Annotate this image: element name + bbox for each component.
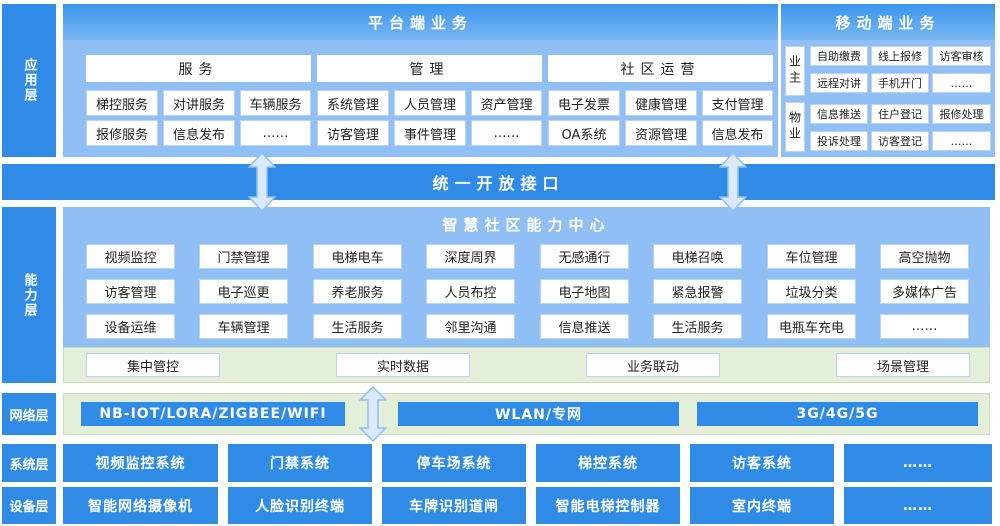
network-item-iot[interactable]: NB-IOT/LORA/ZIGBEE/WIFI: [81, 402, 345, 426]
app-item[interactable]: 信息发布: [163, 120, 235, 146]
mobile-item[interactable]: 访客审核: [932, 46, 991, 66]
platform-title: 平台端业务: [63, 4, 778, 40]
device-item[interactable]: ……: [844, 487, 992, 524]
capability-base-item[interactable]: 集中管控: [86, 353, 220, 377]
app-item[interactable]: 人员管理: [394, 90, 466, 116]
network-item-wlan[interactable]: WLAN/专网: [398, 402, 679, 426]
open-api-bar: 统一开放接口: [2, 164, 995, 200]
capability-item[interactable]: 设备运维: [86, 314, 175, 339]
system-item[interactable]: ……: [844, 444, 992, 482]
layer-label-application: 应用层: [2, 4, 56, 157]
capability-item[interactable]: 无感通行: [540, 244, 629, 269]
capability-item[interactable]: 生活服务: [313, 314, 402, 339]
capability-item[interactable]: 电子地图: [540, 279, 629, 304]
capability-item[interactable]: 多媒体广告: [880, 279, 969, 304]
device-item[interactable]: 智能电梯控制器: [536, 487, 680, 524]
capability-item[interactable]: 门禁管理: [199, 244, 288, 269]
app-item[interactable]: 报修服务: [86, 120, 158, 146]
app-item[interactable]: 资产管理: [471, 90, 542, 116]
system-item[interactable]: 停车场系统: [382, 444, 526, 482]
app-item[interactable]: 事件管理: [394, 120, 466, 146]
capability-item[interactable]: 电梯电车: [313, 244, 402, 269]
mobile-owner-label-text: 业主: [787, 55, 802, 87]
double-arrow-icon: [248, 152, 276, 212]
mobile-item[interactable]: 住户登记: [871, 104, 929, 124]
capability-item[interactable]: 深度周界: [426, 244, 515, 269]
capability-item[interactable]: 车位管理: [767, 244, 856, 269]
device-item[interactable]: 室内终端: [690, 487, 834, 524]
capability-item[interactable]: 视频监控: [86, 244, 175, 269]
app-item[interactable]: 支付管理: [702, 90, 773, 116]
double-arrow-icon: [719, 152, 747, 212]
layer-label-capability: 能力层: [2, 207, 56, 383]
mobile-item[interactable]: 线上报修: [871, 46, 929, 66]
capability-base-item[interactable]: 业务联动: [586, 353, 720, 377]
mobile-property-label-text: 物业: [787, 111, 802, 143]
layer-label-device: 设备层: [2, 487, 56, 524]
network-item-cellular[interactable]: 3G/4G/5G: [697, 402, 978, 426]
mobile-item[interactable]: 投诉处理: [810, 131, 868, 151]
capability-item[interactable]: 电瓶车充电: [767, 314, 856, 339]
capability-item[interactable]: 垃圾分类: [767, 279, 856, 304]
capability-item[interactable]: 电子巡更: [199, 279, 288, 304]
capability-item[interactable]: 电梯召唤: [653, 244, 742, 269]
capability-item[interactable]: 邻里沟通: [426, 314, 515, 339]
system-item[interactable]: 访客系统: [690, 444, 834, 482]
layer-label-system: 系统层: [2, 444, 56, 482]
app-item[interactable]: ……: [240, 120, 311, 146]
app-item[interactable]: ……: [471, 120, 542, 146]
mobile-owner-label: 业主: [785, 46, 805, 96]
capability-item[interactable]: 生活服务: [653, 314, 742, 339]
capability-item[interactable]: 高空抛物: [880, 244, 969, 269]
app-item[interactable]: 健康管理: [625, 90, 697, 116]
device-item[interactable]: 车牌识别道闸: [382, 487, 526, 524]
capability-item[interactable]: 信息推送: [540, 314, 629, 339]
app-item[interactable]: 车辆服务: [240, 90, 311, 116]
mobile-item[interactable]: 报修处理: [932, 104, 991, 124]
app-item[interactable]: 访客管理: [317, 120, 389, 146]
system-item[interactable]: 视频监控系统: [63, 444, 218, 482]
app-item[interactable]: 系统管理: [317, 90, 389, 116]
app-item[interactable]: 信息发布: [702, 120, 773, 146]
mobile-item[interactable]: 访客登记: [871, 131, 929, 151]
app-item[interactable]: 对讲服务: [163, 90, 235, 116]
capability-item[interactable]: 紧急报警: [653, 279, 742, 304]
app-item[interactable]: 资源管理: [625, 120, 697, 146]
device-item[interactable]: 人脸识别终端: [228, 487, 372, 524]
mobile-title: 移动端业务: [781, 4, 995, 40]
mobile-property-label: 物业: [785, 102, 805, 152]
group-header-community-ops: 社区运营: [548, 55, 773, 82]
app-item[interactable]: 梯控服务: [86, 90, 158, 116]
mobile-item[interactable]: 手机开门: [871, 73, 929, 93]
app-item[interactable]: OA系统: [548, 120, 620, 146]
capability-item[interactable]: 人员布控: [426, 279, 515, 304]
mobile-item[interactable]: 自助缴费: [810, 46, 868, 66]
capability-item[interactable]: 访客管理: [86, 279, 175, 304]
capability-base-item[interactable]: 实时数据: [336, 353, 470, 377]
capability-base-item[interactable]: 场景管理: [836, 353, 970, 377]
device-item[interactable]: 智能网络摄像机: [63, 487, 218, 524]
mobile-item[interactable]: 信息推送: [810, 104, 868, 124]
mobile-item[interactable]: ……: [932, 73, 991, 93]
capability-title: 智慧社区能力中心: [442, 215, 611, 234]
group-header-service: 服务: [86, 55, 311, 82]
double-arrow-icon: [359, 386, 387, 442]
layer-label-network: 网络层: [2, 393, 56, 435]
capability-item[interactable]: 养老服务: [313, 279, 402, 304]
mobile-item[interactable]: 远程对讲: [810, 73, 868, 93]
group-header-management: 管理: [317, 55, 542, 82]
system-item[interactable]: 门禁系统: [228, 444, 372, 482]
system-item[interactable]: 梯控系统: [536, 444, 680, 482]
app-item[interactable]: 电子发票: [548, 90, 620, 116]
capability-item[interactable]: ……: [880, 314, 969, 339]
mobile-item[interactable]: ……: [932, 131, 991, 151]
capability-item[interactable]: 车辆管理: [199, 314, 288, 339]
